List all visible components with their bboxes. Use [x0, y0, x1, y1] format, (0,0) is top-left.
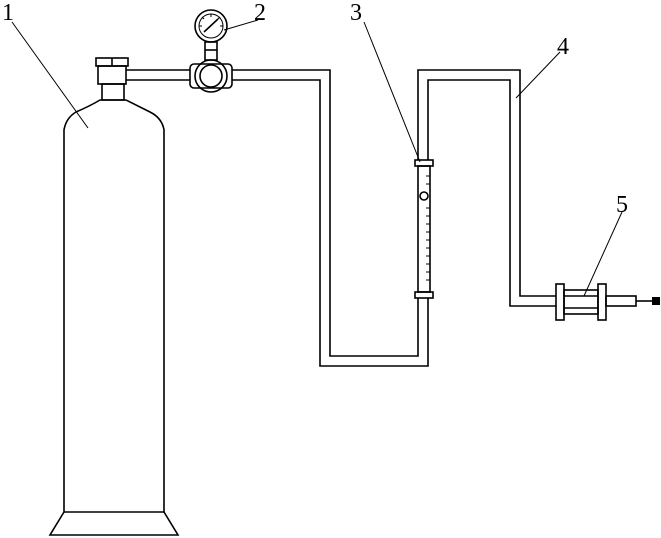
- flowmeter-scale: [426, 175, 430, 281]
- flowmeter-float: [419, 191, 429, 201]
- leader-2: [223, 19, 259, 31]
- label-3: 3: [350, 0, 362, 26]
- connecting-tube-a: [232, 69, 429, 367]
- cylinder-base: [48, 511, 180, 536]
- sampler-outlet: [605, 295, 637, 307]
- flowmeter-top-cap: [414, 159, 434, 167]
- sampler-right-flange: [597, 283, 607, 321]
- outlet-pipe: [126, 69, 190, 81]
- cylinder-valve: [97, 65, 127, 85]
- leader-1: [11, 21, 89, 129]
- label-1: 1: [2, 0, 14, 26]
- gauge-needle: [203, 18, 219, 33]
- pressure-gauge: [189, 9, 233, 93]
- sampler-left-flange: [555, 283, 565, 321]
- leader-3: [363, 21, 421, 163]
- leader-lines: [11, 19, 623, 297]
- flowmeter-bottom-cap: [414, 291, 434, 299]
- cylinder-neck: [101, 83, 125, 101]
- regulator-body: [189, 63, 233, 89]
- gas-cylinder: [48, 57, 180, 536]
- label-4: 4: [557, 34, 569, 60]
- sampler-body: [563, 289, 599, 315]
- regulator-inner: [199, 64, 223, 88]
- label-5: 5: [616, 192, 628, 218]
- connecting-tube-b: [417, 69, 556, 307]
- gauge-stem: [204, 41, 218, 61]
- flowmeter: [414, 159, 434, 299]
- flowmeter-tube: [417, 165, 431, 293]
- sampler: [555, 283, 660, 321]
- label-2: 2: [254, 0, 266, 26]
- leader-5: [583, 211, 623, 297]
- cylinder-body: [63, 99, 165, 513]
- gauge-dial-icon: [194, 9, 228, 43]
- leader-4: [515, 51, 561, 99]
- outlet-end-icon: [652, 297, 660, 305]
